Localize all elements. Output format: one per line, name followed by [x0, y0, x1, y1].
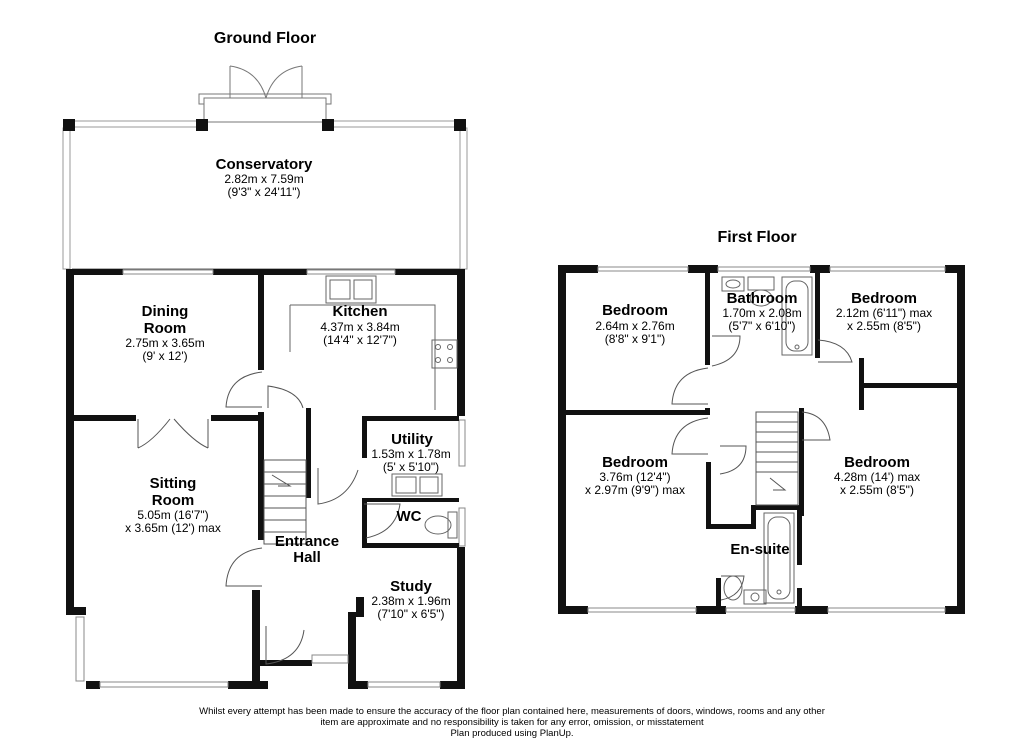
utility-wc-fittings — [391, 473, 458, 539]
ensuite-fittings — [723, 512, 795, 605]
bedroom-2-name: Bedroom — [851, 290, 917, 307]
bedroom-3-label: Bedroom 3.76m (12'4") x 2.97m (9'9") max — [585, 454, 685, 497]
study-dim-metric: 2.38m x 1.96m — [371, 594, 450, 608]
study-label: Study 2.38m x 1.96m (7'10" x 6'5") — [371, 578, 450, 621]
utility-label: Utility 1.53m x 1.78m (5' x 5'10") — [371, 431, 450, 474]
utility-name: Utility — [391, 431, 433, 448]
dining-room-name-1: Dining — [142, 303, 189, 320]
first-staircase — [755, 411, 799, 506]
ground-interior-walls — [74, 275, 459, 548]
sitting-room-name-2: Room — [152, 492, 195, 509]
conservatory-corner-posts — [63, 119, 466, 131]
first-interior-walls — [566, 273, 957, 614]
first-doors — [671, 335, 853, 601]
bedroom-4-dim-metric: 4.28m (14') max — [834, 470, 920, 484]
ground-exterior-walls — [66, 269, 465, 689]
bedroom-2-label: Bedroom 2.12m (6'11") max x 2.55m (8'5") — [836, 290, 932, 333]
kitchen-label: Kitchen 4.37m x 3.84m (14'4" x 12'7") — [320, 303, 399, 347]
entrance-hall-name-1: Entrance — [275, 533, 339, 550]
sitting-room-name-1: Sitting — [150, 475, 197, 492]
ground-windows — [75, 269, 466, 688]
dining-room-dim-imperial: (9' x 12') — [142, 349, 187, 363]
disclaimer: Whilst every attempt has been made to en… — [0, 706, 1024, 739]
bedroom-3-dim-imperial: x 2.97m (9'9") max — [585, 483, 685, 497]
first-floor-title: First Floor — [717, 229, 796, 246]
wc-name: WC — [397, 508, 422, 525]
bedroom-1-dim-imperial: (8'8" x 9'1") — [605, 332, 665, 346]
sitting-room-dim-imperial: x 3.65m (12') max — [125, 521, 221, 535]
disclaimer-line-1: Whilst every attempt has been made to en… — [199, 706, 825, 717]
bedroom-3-name: Bedroom — [602, 454, 668, 471]
bedroom-2-dim-metric: 2.12m (6'11") max — [836, 306, 932, 320]
entrance-hall-label: Entrance Hall — [275, 533, 339, 566]
ground-floor-plan: Ground Floor — [62, 30, 468, 689]
bedroom-2-dim-imperial: x 2.55m (8'5") — [847, 319, 921, 333]
kitchen-name: Kitchen — [332, 303, 387, 320]
bedroom-4-dim-imperial: x 2.55m (8'5") — [840, 483, 914, 497]
bathroom-fittings — [721, 276, 813, 356]
disclaimer-line-2: item are approximate and no responsibili… — [320, 717, 704, 728]
utility-dim-metric: 1.53m x 1.78m — [371, 447, 450, 461]
study-name: Study — [390, 578, 432, 595]
first-exterior-walls — [558, 265, 965, 614]
kitchen-dim-metric: 4.37m x 3.84m — [320, 320, 399, 334]
bathroom-name: Bathroom — [727, 290, 798, 307]
conservatory-french-doors — [198, 65, 332, 123]
bedroom-3-dim-metric: 3.76m (12'4") — [599, 470, 670, 484]
dining-room-label: Dining Room 2.75m x 3.65m (9' x 12') — [125, 303, 204, 363]
ground-staircase — [263, 459, 307, 545]
bedroom-1-label: Bedroom 2.64m x 2.76m (8'8" x 9'1") — [595, 302, 674, 346]
dining-room-dim-metric: 2.75m x 3.65m — [125, 336, 204, 350]
kitchen-fittings — [289, 275, 458, 410]
bathroom-label: Bathroom 1.70m x 2.08m (5'7" x 6'10") — [722, 290, 801, 333]
conservatory-dim-imperial: (9'3" x 24'11") — [228, 185, 301, 199]
bedroom-4-name: Bedroom — [844, 454, 910, 471]
bedroom-4-label: Bedroom 4.28m (14') max x 2.55m (8'5") — [834, 454, 920, 497]
ground-floor-title: Ground Floor — [214, 30, 316, 47]
bedroom-1-name: Bedroom — [602, 302, 668, 319]
first-windows — [587, 266, 946, 613]
kitchen-dim-imperial: (14'4" x 12'7") — [323, 333, 397, 347]
bathroom-dim-imperial: (5'7" x 6'10") — [728, 319, 795, 333]
conservatory-dim-metric: 2.82m x 7.59m — [224, 172, 303, 186]
sitting-room-dim-metric: 5.05m (16'7") — [137, 508, 208, 522]
disclaimer-line-3: Plan produced using PlanUp. — [450, 728, 574, 739]
study-dim-imperial: (7'10" x 6'5") — [377, 607, 444, 621]
first-floor-plan: First Floor — [558, 229, 965, 614]
conservatory-label: Conservatory 2.82m x 7.59m (9'3" x 24'11… — [216, 156, 313, 199]
bathroom-dim-metric: 1.70m x 2.08m — [722, 306, 801, 320]
utility-dim-imperial: (5' x 5'10") — [383, 460, 439, 474]
entrance-hall-name-2: Hall — [293, 549, 321, 566]
sitting-room-label: Sitting Room 5.05m (16'7") x 3.65m (12')… — [125, 475, 221, 535]
ensuite-name: En-suite — [730, 541, 789, 558]
conservatory-name: Conservatory — [216, 156, 313, 173]
bedroom-1-dim-metric: 2.64m x 2.76m — [595, 319, 674, 333]
ground-doors — [137, 371, 401, 665]
dining-room-name-2: Room — [144, 320, 187, 337]
